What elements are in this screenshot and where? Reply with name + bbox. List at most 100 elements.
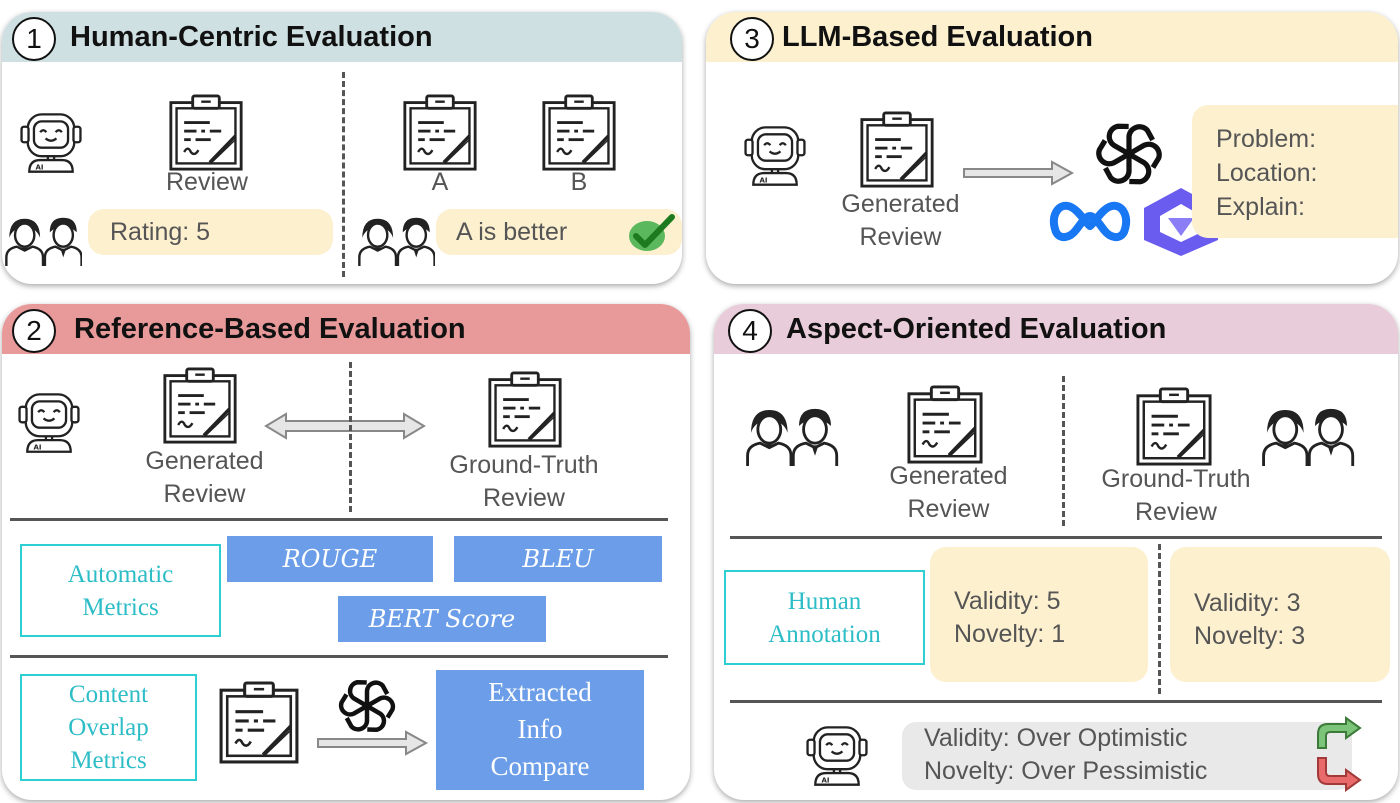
openai-logo-icon bbox=[337, 676, 397, 736]
metric-bleu: BLEU bbox=[454, 536, 662, 582]
score-box-ground-truth: Validity: 3 Novelty: 3 bbox=[1170, 547, 1390, 682]
panel1-header bbox=[2, 12, 682, 62]
label-line: Generated bbox=[889, 462, 1008, 490]
panel-reference-based: 2 Reference-Based Evaluation Generated R… bbox=[2, 304, 690, 800]
output-line: Explain: bbox=[1216, 193, 1305, 221]
label-line: Review bbox=[1135, 498, 1217, 526]
content-overlap-box: Content Overlap Metrics bbox=[20, 674, 197, 781]
label-line: Review bbox=[163, 480, 246, 508]
output-line: Location: bbox=[1216, 159, 1318, 187]
arrow-right-icon bbox=[963, 160, 1075, 186]
clipboard-icon bbox=[218, 680, 300, 766]
score-line: Validity: 3 bbox=[1194, 589, 1301, 617]
ground-truth-review-label: Ground-Truth Review bbox=[434, 449, 614, 515]
ground-truth-review-label: Ground-Truth Review bbox=[1086, 463, 1266, 529]
step-number-1: 1 bbox=[12, 17, 56, 61]
panel2-header bbox=[2, 304, 690, 354]
panel4-title: Aspect-Oriented Evaluation bbox=[786, 313, 1167, 345]
rating-text: Rating: 5 bbox=[110, 218, 211, 246]
step-number-3: 3 bbox=[730, 17, 774, 61]
clipboard-icon bbox=[487, 370, 563, 450]
score-box-generated: Validity: 5 Novelty: 1 bbox=[930, 547, 1148, 682]
up-arrow-icon bbox=[1317, 716, 1362, 749]
panel3-title: LLM-Based Evaluation bbox=[782, 21, 1093, 53]
label-line: Compare bbox=[490, 751, 590, 781]
option-b-label: B bbox=[570, 168, 588, 196]
label-line: Review bbox=[859, 223, 942, 251]
double-arrow-icon bbox=[264, 412, 426, 440]
panel4-separator bbox=[730, 700, 1382, 703]
openai-logo-icon bbox=[1094, 119, 1164, 189]
clipboard-icon bbox=[906, 384, 984, 466]
judgement-line: Novelty: Over Pessimistic bbox=[924, 757, 1208, 785]
checkmark-icon bbox=[629, 214, 675, 251]
panel-aspect-oriented: 4 Aspect-Oriented Evaluation Generated R… bbox=[714, 304, 1398, 800]
metric-rouge: ROUGE bbox=[227, 536, 433, 582]
panel3-header bbox=[706, 12, 1398, 62]
people-icon bbox=[357, 212, 435, 266]
label-line: Extracted bbox=[488, 677, 592, 707]
panel2-divider bbox=[349, 362, 352, 512]
panel2-title: Reference-Based Evaluation bbox=[74, 313, 466, 345]
arrow-right-icon bbox=[317, 730, 429, 756]
label-line: Generated bbox=[841, 190, 960, 218]
people-icon bbox=[732, 402, 850, 466]
clipboard-icon bbox=[162, 366, 238, 446]
robot-icon bbox=[18, 389, 80, 454]
panel4-separator bbox=[730, 536, 1382, 539]
robot-icon bbox=[806, 722, 868, 787]
extracted-info-box: Extracted Info Compare bbox=[436, 670, 644, 790]
panel-llm-based: 3 LLM-Based Evaluation Generated Review … bbox=[706, 12, 1398, 284]
generated-review-label: Generated Review bbox=[818, 188, 983, 254]
option-a-label: A bbox=[431, 168, 449, 196]
llm-output-box: Problem: Location: Explain: bbox=[1192, 105, 1398, 238]
label-line: Review bbox=[907, 495, 990, 523]
label-line: Review bbox=[483, 484, 565, 512]
output-line: Problem: bbox=[1216, 125, 1317, 153]
panel4-divider bbox=[1062, 376, 1065, 526]
robot-icon bbox=[744, 122, 806, 187]
label-line: Human bbox=[787, 587, 862, 615]
meta-logo-icon bbox=[1049, 201, 1131, 241]
label-line: Content bbox=[68, 681, 149, 708]
score-line: Validity: 5 bbox=[954, 587, 1061, 615]
generated-review-label: Generated Review bbox=[866, 460, 1031, 526]
label-line: Metrics bbox=[82, 593, 159, 621]
down-arrow-icon bbox=[1317, 757, 1362, 792]
label-line: Metrics bbox=[70, 747, 147, 774]
label-line: Ground-Truth bbox=[449, 451, 599, 479]
label-line: Generated bbox=[145, 447, 264, 475]
panel2-separator bbox=[10, 655, 668, 658]
panel2-separator bbox=[10, 518, 668, 521]
panel-human-centric: 1 Human-Centric Evaluation Review Rating… bbox=[2, 12, 682, 284]
label-line: Annotation bbox=[768, 620, 881, 648]
automatic-metrics-box: Automatic Metrics bbox=[20, 544, 221, 637]
robot-icon bbox=[20, 109, 82, 174]
panel1-title: Human-Centric Evaluation bbox=[70, 21, 433, 53]
metric-bert-score: BERT Score bbox=[338, 596, 546, 642]
rating-box: Rating: 5 bbox=[88, 209, 333, 255]
panel4-divider bbox=[1158, 544, 1161, 694]
step-number-4: 4 bbox=[728, 309, 772, 353]
clipboard-icon bbox=[541, 93, 617, 173]
people-icon bbox=[1248, 402, 1366, 466]
clipboard-icon bbox=[402, 93, 478, 173]
review-label: Review bbox=[166, 168, 248, 196]
generated-review-label: Generated Review bbox=[122, 445, 287, 511]
llm-judgement-box: Validity: Over Optimistic Novelty: Over … bbox=[902, 722, 1352, 790]
score-line: Novelty: 3 bbox=[1194, 622, 1306, 650]
panel1-divider bbox=[342, 72, 345, 277]
panel4-header bbox=[714, 304, 1398, 354]
step-number-2: 2 bbox=[12, 309, 56, 353]
label-line: Ground-Truth bbox=[1101, 465, 1251, 493]
people-icon bbox=[4, 212, 82, 266]
judgement-line: Validity: Over Optimistic bbox=[924, 724, 1188, 752]
score-line: Novelty: 1 bbox=[954, 620, 1066, 648]
human-annotation-box: Human Annotation bbox=[724, 570, 925, 665]
label-line: Automatic bbox=[67, 560, 174, 588]
label-line: Info bbox=[517, 714, 563, 744]
clipboard-icon bbox=[1135, 386, 1213, 468]
label-line: Overlap bbox=[68, 714, 149, 741]
clipboard-icon bbox=[168, 93, 244, 173]
comparison-text: A is better bbox=[456, 218, 568, 246]
